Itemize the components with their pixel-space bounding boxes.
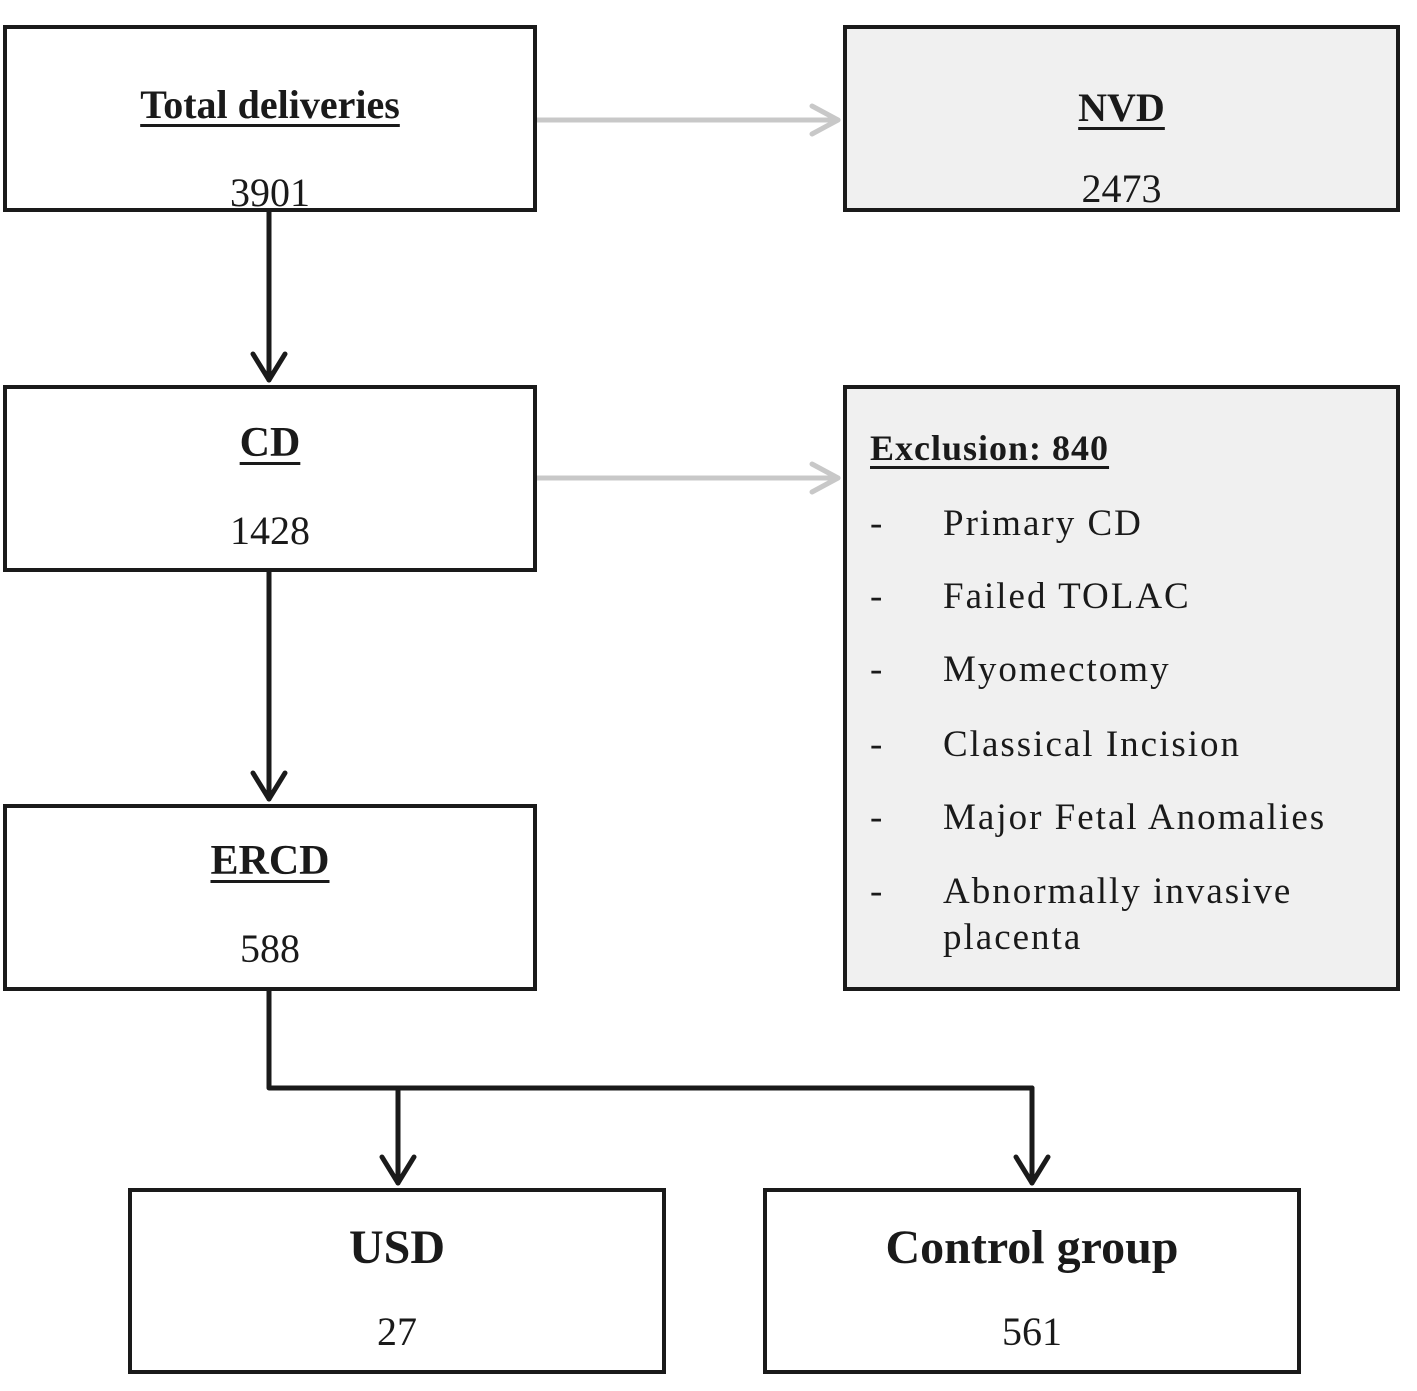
exclusion-bullet: - (870, 576, 885, 617)
exclusion-item-label: Major Fetal Anomalies (943, 797, 1327, 838)
arrow-total-to-nvd (534, 103, 841, 137)
usd-title: USD (348, 1221, 446, 1274)
ercd-count: 588 (240, 926, 300, 971)
control-group-title: Control group (885, 1221, 1179, 1274)
cd-count: 1428 (230, 508, 310, 553)
exclusion-item-label: Primary CD (943, 503, 1143, 544)
ercd-title: ERCD (210, 838, 330, 884)
exclusion-bullet: - (870, 724, 885, 765)
exclusion-item-label: Failed TOLAC (943, 576, 1191, 617)
exclusion-item-label: Classical Incision (943, 724, 1242, 765)
control-group-box: Control group 561 (763, 1188, 1301, 1374)
exclusion-bullet: - (870, 649, 885, 690)
arrow-total-to-cd (250, 209, 288, 383)
usd-count: 27 (377, 1309, 417, 1354)
arrow-cd-to-ercd (250, 569, 288, 802)
exclusion-title: Exclusion: 840 (870, 428, 1110, 468)
control-group-count: 561 (1002, 1309, 1062, 1354)
nvd-box: NVD 2473 (843, 25, 1400, 212)
arrow-cd-to-exclusion (534, 461, 841, 495)
exclusion-item-label: Abnormally invasive placenta (943, 871, 1293, 958)
cd-title: CD (239, 420, 301, 466)
nvd-count: 2473 (1081, 166, 1162, 211)
exclusion-bullet: - (870, 797, 885, 838)
usd-box: USD 27 (128, 1188, 666, 1374)
total-deliveries-count: 3901 (230, 170, 310, 215)
exclusion-box: Exclusion: 840 - Primary CD - Failed TOL… (843, 385, 1400, 991)
exclusion-bullet: - (870, 871, 885, 912)
total-deliveries-title: Total deliveries (140, 82, 400, 127)
total-deliveries-box: Total deliveries 3901 (3, 25, 537, 215)
exclusion-bullet: - (870, 503, 885, 544)
ercd-box: ERCD 588 (3, 804, 537, 991)
cd-box: CD 1428 (3, 385, 537, 572)
nvd-title: NVD (1078, 85, 1165, 130)
exclusion-item-label: Myomectomy (943, 649, 1171, 690)
arrow-ercd-split (266, 988, 1051, 1186)
